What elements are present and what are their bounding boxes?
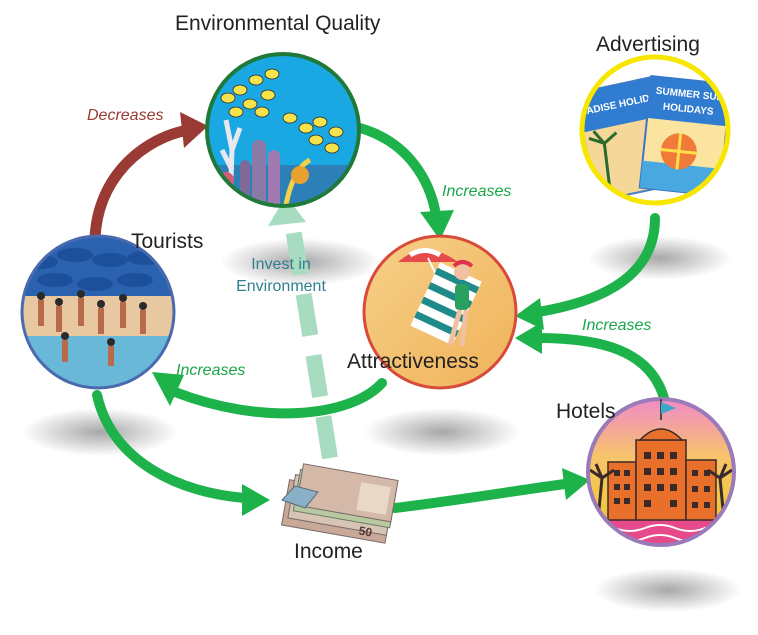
label-advertising: Advertising bbox=[596, 33, 700, 56]
arrowhead-income-to-environment bbox=[268, 196, 306, 226]
label-decreases: Decreases bbox=[87, 107, 164, 124]
node-hotels bbox=[586, 397, 736, 547]
arrow-attractiveness-to-tourists bbox=[170, 378, 387, 419]
node-income: 50 bbox=[281, 463, 399, 544]
node-advertising: PARADISE HOLIDAYS SUMMER SUN HOLIDAYS bbox=[579, 54, 731, 206]
banknote-value: 50 bbox=[358, 524, 374, 540]
label-invest-line1: Invest in bbox=[251, 256, 311, 273]
arrow-advertising-to-attractiveness bbox=[533, 213, 660, 317]
arrowhead-hotels-to-attractiveness bbox=[515, 322, 542, 354]
arrow-tourists-to-income bbox=[92, 390, 250, 503]
node-environmental-quality bbox=[205, 52, 361, 208]
label-attractiveness: Attractiveness bbox=[347, 350, 479, 373]
label-income: Income bbox=[294, 540, 363, 563]
arrow-hotels-to-attractiveness bbox=[533, 333, 669, 403]
arrowhead-attractiveness-to-tourists bbox=[152, 372, 184, 406]
arrowhead-income-to-hotels bbox=[562, 468, 590, 500]
arrow-income-to-hotels bbox=[390, 479, 570, 513]
arrowhead-tourists-to-environment bbox=[180, 112, 208, 148]
arrowhead-environment-to-attractiveness bbox=[420, 210, 454, 240]
label-increases-attractiveness-tourists: Increases bbox=[176, 362, 246, 379]
label-hotels: Hotels bbox=[556, 400, 616, 423]
label-invest-line2: Environment bbox=[236, 278, 326, 295]
label-increases-environment-attractiveness: Increases bbox=[442, 183, 512, 200]
arrow-environment-to-attractiveness bbox=[355, 123, 441, 220]
arrows bbox=[89, 112, 669, 516]
arrow-income-to-environment bbox=[284, 220, 338, 460]
arrowhead-advertising-to-attractiveness bbox=[515, 298, 544, 330]
arrow-tourists-to-environment bbox=[89, 124, 194, 244]
label-tourists: Tourists bbox=[131, 230, 204, 253]
node-shadows bbox=[22, 236, 742, 612]
label-environmental-quality: Environmental Quality bbox=[175, 12, 381, 35]
node-tourists bbox=[20, 234, 176, 390]
node-attractiveness bbox=[362, 234, 518, 390]
label-increases-hotels-attractiveness: Increases bbox=[582, 317, 652, 334]
label-invest-in-environment: Invest in Environment bbox=[226, 254, 336, 298]
arrowhead-tourists-to-income bbox=[242, 484, 270, 516]
poster-front-line2: HOLIDAYS bbox=[662, 102, 714, 118]
